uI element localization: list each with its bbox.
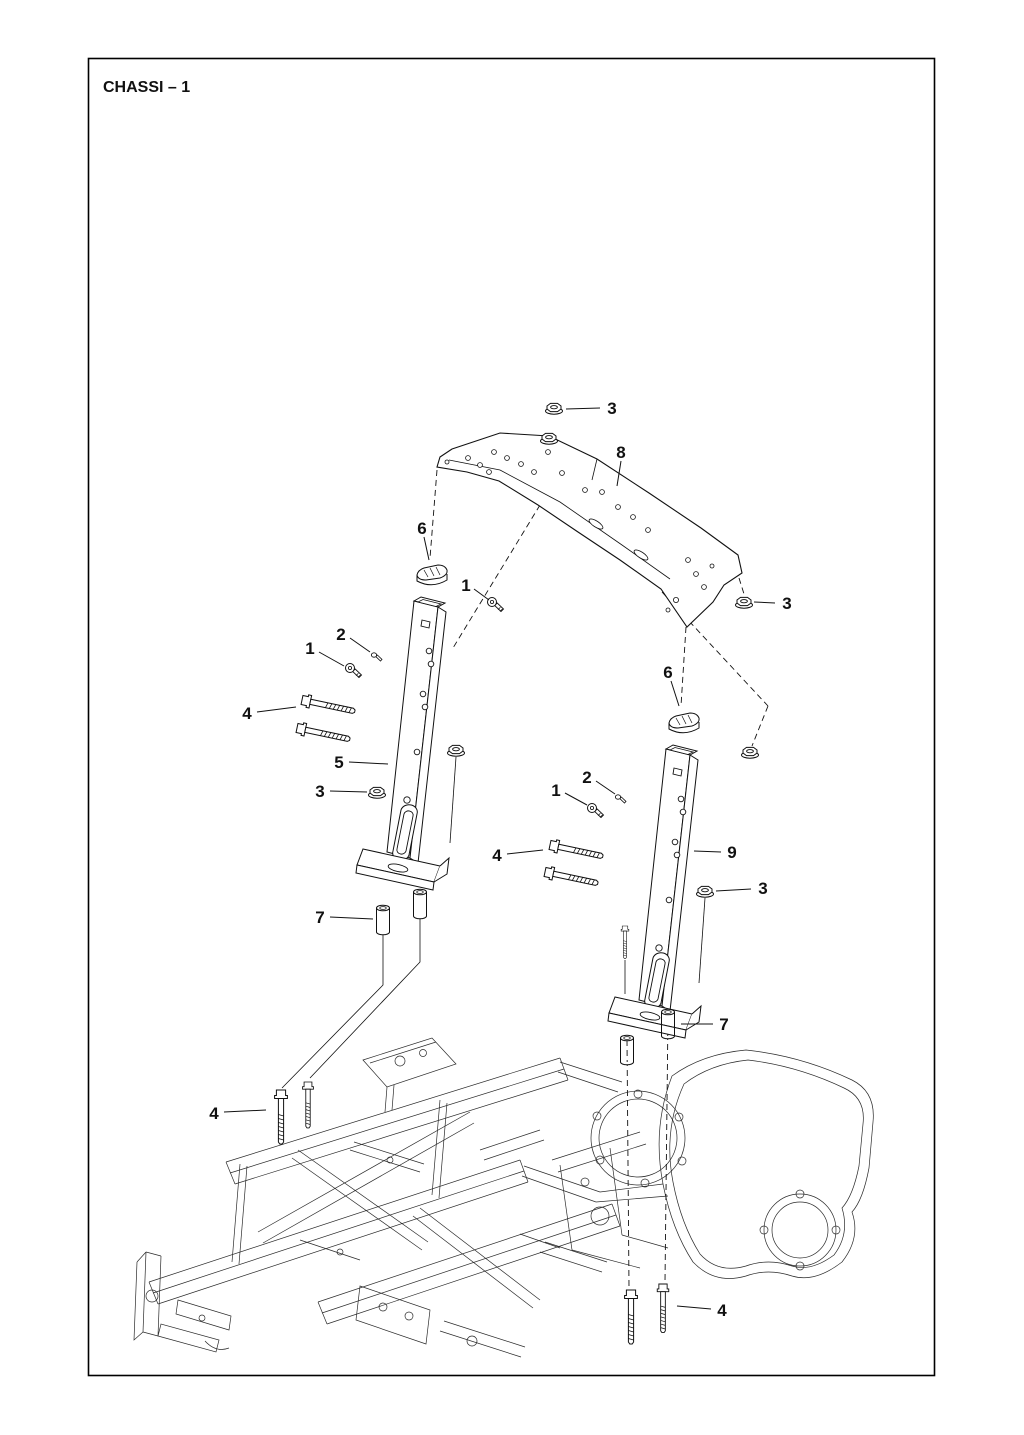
nut-part-3-left [368, 786, 386, 799]
callout-leader [256, 706, 297, 713]
callout-label: 9 [727, 843, 736, 862]
callout-label: 6 [417, 519, 426, 538]
callout-label: 6 [663, 663, 672, 682]
screw-part-1-left-lower [345, 663, 362, 678]
callout-1-right: 1 [551, 781, 588, 806]
callouts: 3 8 6 1 2 1 4 3 [209, 399, 791, 1320]
callout-leader [423, 536, 430, 561]
callout-7-right: 7 [681, 1015, 729, 1034]
callout-8: 8 [616, 443, 626, 487]
callout-4-bottom-right: 4 [676, 1301, 727, 1320]
assembly-alignment-lines [281, 756, 706, 1089]
callout-9: 9 [693, 843, 737, 862]
callout-2-right: 2 [582, 768, 616, 795]
callout-label: 2 [336, 625, 345, 644]
nut-part-3-right-upper [735, 596, 753, 609]
callout-label: 2 [582, 768, 591, 787]
callout-4-bottom-left: 4 [209, 1104, 267, 1123]
callout-4-mid: 4 [492, 846, 544, 865]
callout-leader [506, 849, 544, 855]
callout-leader [595, 780, 616, 795]
callout-leader [670, 680, 680, 707]
callout-7-left: 7 [315, 908, 374, 927]
callout-4-left: 4 [242, 704, 297, 723]
callout-2-left: 2 [336, 625, 371, 653]
callout-label: 1 [551, 781, 560, 800]
mounting-bracket-part-8 [436, 432, 743, 628]
bolt-part-4-mid-b [543, 865, 600, 890]
cap-part-6-left [416, 564, 448, 586]
callout-label: 3 [782, 594, 791, 613]
screw-part-1-right [587, 803, 604, 818]
bolt-part-4-bottom-left-b [302, 1081, 314, 1129]
bolt-part-4-bottom-right-b [656, 1283, 670, 1334]
spacer-part-7-left-a [376, 904, 390, 936]
callout-label: 4 [717, 1301, 727, 1320]
callout-3-right-lower: 3 [715, 879, 768, 898]
bolt-part-4-left-b [295, 721, 352, 746]
callout-label: 4 [209, 1104, 219, 1123]
bolt-part-4-mid-a [548, 838, 605, 863]
callout-leader [676, 1305, 712, 1310]
screw-part-2-right [614, 794, 627, 804]
bolt-right-post-small [620, 925, 630, 959]
nut-part-3-on-bracket [540, 432, 558, 445]
bolt-part-4-bottom-right-a [624, 1289, 638, 1345]
callout-label: 1 [461, 576, 470, 595]
callout-leader [693, 850, 722, 853]
screw-part-1-left-upper [487, 597, 504, 612]
callout-label: 3 [758, 879, 767, 898]
callout-label: 5 [334, 753, 343, 772]
callout-label: 7 [719, 1015, 728, 1034]
spacer-part-7-left-b [413, 888, 427, 920]
callout-label: 7 [315, 908, 324, 927]
callout-label: 8 [616, 443, 625, 462]
page-border [87, 57, 936, 1377]
callout-label: 4 [242, 704, 252, 723]
callout-5: 5 [334, 753, 389, 772]
support-post-part-9 [607, 744, 702, 1039]
nut-part-3-top [545, 402, 563, 415]
support-post-part-5 [355, 596, 450, 891]
page-title: CHASSI – 1 [103, 79, 190, 96]
callout-3-left: 3 [315, 782, 368, 801]
callout-label: 1 [305, 639, 314, 658]
callout-leader [318, 651, 345, 667]
callout-leader [565, 407, 601, 410]
screw-part-2-left [370, 652, 383, 662]
callout-3-top: 3 [565, 399, 617, 418]
callout-leader [349, 637, 371, 653]
callout-leader [329, 916, 374, 920]
callout-6-left: 6 [417, 519, 430, 561]
callout-1-left-upper: 1 [461, 576, 490, 601]
chassis-frame [133, 1037, 874, 1358]
callout-3-right-upper: 3 [753, 594, 792, 613]
callout-label: 3 [607, 399, 616, 418]
callout-leader [223, 1109, 267, 1113]
callout-1-left-lower: 1 [305, 639, 345, 667]
callout-leader [564, 792, 588, 806]
callout-leader [329, 790, 368, 793]
bolt-part-4-bottom-left-a [274, 1089, 288, 1145]
callout-leader [715, 888, 752, 892]
callout-leader [616, 460, 622, 487]
callout-leader [348, 761, 389, 765]
cap-part-6-right [668, 712, 700, 734]
callout-6-right: 6 [663, 663, 680, 707]
callout-leader [473, 588, 490, 601]
callout-label: 4 [492, 846, 502, 865]
callout-label: 3 [315, 782, 324, 801]
nut-part-3-right-lower [696, 885, 714, 898]
nut-part-3-left-post [447, 744, 465, 757]
callout-leader [753, 601, 776, 604]
nut-part-3-right-mid [741, 746, 759, 759]
bolt-part-4-left-a [300, 693, 357, 718]
